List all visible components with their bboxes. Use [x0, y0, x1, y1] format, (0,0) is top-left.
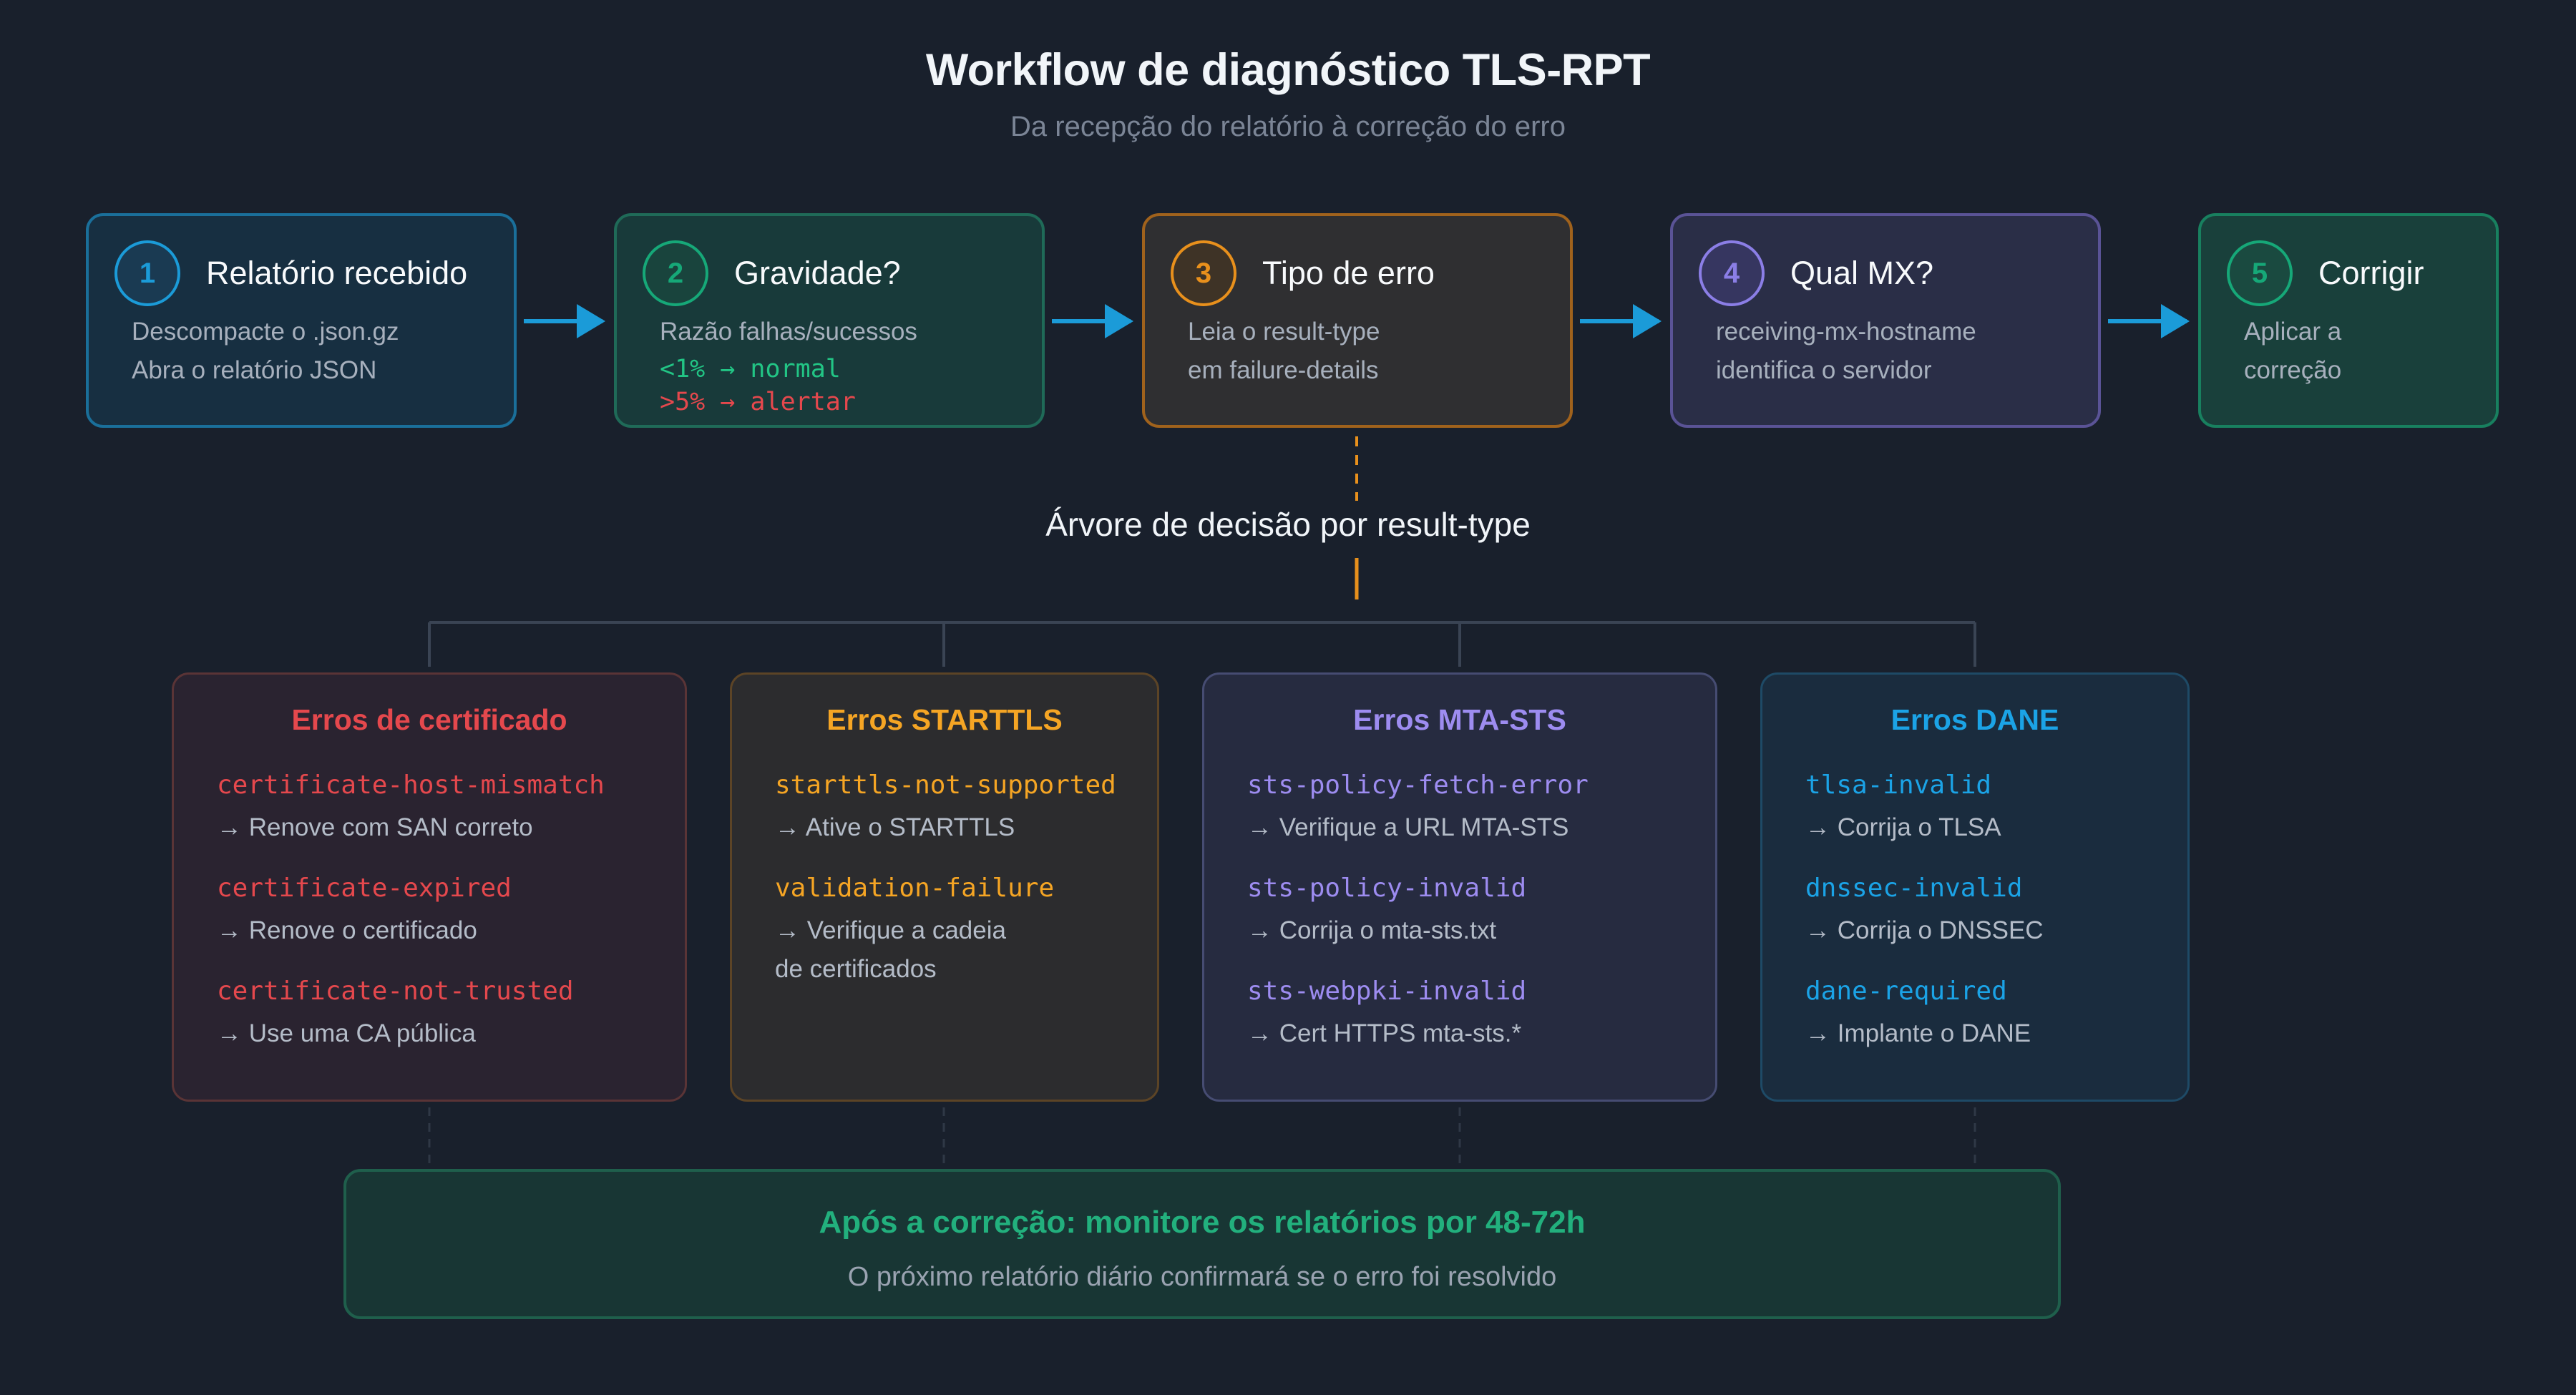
- error-fix: → Implante o DANE: [1805, 1019, 2031, 1047]
- step-4-number: 4: [1699, 240, 1765, 306]
- category-certificate-title: Erros de certificado: [291, 703, 567, 736]
- step-5-title: Corrigir: [2318, 255, 2424, 291]
- error-fix: → Corrija o DNSSEC: [1805, 916, 2044, 944]
- decision-tree-label: Árvore de decisão por result-type: [1045, 506, 1531, 543]
- step-4-line-1: receiving-mx-hostname: [1716, 318, 1976, 346]
- step-2-number: 2: [643, 240, 708, 306]
- error-fix: → Verifique a URL MTA-STS: [1247, 813, 1569, 841]
- step-1-number: 1: [114, 240, 180, 306]
- step-2-alert-threshold: >5% → alertar: [660, 388, 856, 416]
- step-4-line-2: identifica o servidor: [1716, 356, 1932, 384]
- error-code: sts-policy-fetch-error: [1247, 770, 1589, 800]
- error-code: tlsa-invalid: [1805, 770, 1992, 800]
- step-5-line-2: correção: [2244, 356, 2342, 384]
- error-fix: → Corrija o TLSA: [1805, 813, 2001, 841]
- step-1-box: 1 Relatório recebido Descompacte o .json…: [86, 213, 517, 428]
- step-5-number: 5: [2227, 240, 2293, 306]
- step-3-number: 3: [1171, 240, 1236, 306]
- category-mta-sts-errors: Erros MTA-STS sts-policy-fetch-error → V…: [1202, 672, 1717, 1102]
- error-fix: → Use uma CA pública: [217, 1019, 476, 1047]
- monitoring-note-title: Após a correção: monitore os relatórios …: [819, 1205, 1586, 1240]
- step-3-box: 3 Tipo de erro Leia o result-type em fai…: [1142, 213, 1573, 428]
- error-code: starttls-not-supported: [775, 770, 1116, 800]
- category-certificate-errors: Erros de certificado certificate-host-mi…: [172, 672, 687, 1102]
- footer-connectors: [428, 1107, 1976, 1166]
- monitoring-note: Após a correção: monitore os relatórios …: [343, 1169, 2061, 1319]
- page-title: Workflow de diagnóstico TLS-RPT: [925, 45, 1651, 95]
- error-fix: → Renove com SAN correto: [217, 813, 533, 841]
- step-3-line-2: em failure-details: [1188, 356, 1379, 384]
- step-2-line-1: Razão falhas/sucessos: [660, 318, 917, 346]
- error-fix: → Ative o STARTTLS: [775, 813, 1015, 841]
- category-mta-sts-title: Erros MTA-STS: [1353, 703, 1566, 736]
- category-dane-title: Erros DANE: [1890, 703, 2059, 736]
- step-2-title: Gravidade?: [734, 255, 901, 291]
- error-code: validation-failure: [775, 873, 1055, 903]
- error-code: sts-policy-invalid: [1247, 873, 1527, 903]
- category-dane-errors: Erros DANE tlsa-invalid → Corrija o TLSA…: [1760, 672, 2190, 1102]
- error-code: certificate-host-mismatch: [217, 770, 605, 800]
- step-4-title: Qual MX?: [1790, 255, 1934, 291]
- step-3-line-1: Leia o result-type: [1188, 318, 1380, 346]
- error-fix: → Renove o certificado: [217, 916, 477, 944]
- monitoring-note-subtitle: O próximo relatório diário confirmará se…: [847, 1262, 1557, 1292]
- step-2-box: 2 Gravidade? Razão falhas/sucessos <1% →…: [614, 213, 1045, 428]
- step-5-line-1: Aplicar a: [2244, 318, 2342, 346]
- error-code: certificate-expired: [217, 873, 512, 903]
- category-starttls-errors: Erros STARTTLS starttls-not-supported → …: [730, 672, 1159, 1102]
- error-fix-continued: de certificados: [775, 955, 937, 983]
- step-2-normal-threshold: <1% → normal: [660, 355, 841, 383]
- step-4-box: 4 Qual MX? receiving-mx-hostname identif…: [1670, 213, 2101, 428]
- error-fix: → Cert HTTPS mta-sts.*: [1247, 1019, 1522, 1047]
- error-code: dnssec-invalid: [1805, 873, 2023, 903]
- error-code: certificate-not-trusted: [217, 976, 574, 1006]
- step-3-title: Tipo de erro: [1262, 255, 1435, 291]
- step-arrows: [524, 304, 2190, 338]
- tree-bracket: [428, 621, 1976, 667]
- category-starttls-title: Erros STARTTLS: [826, 703, 1063, 736]
- step-1-title: Relatório recebido: [206, 255, 468, 291]
- error-code: sts-webpki-invalid: [1247, 976, 1527, 1006]
- step-1-line-2: Abra o relatório JSON: [132, 356, 377, 384]
- page-subtitle: Da recepção do relatório à correção do e…: [1010, 111, 1566, 142]
- error-fix: → Verifique a cadeia: [775, 916, 1006, 944]
- step-5-box: 5 Corrigir Aplicar a correção: [2198, 213, 2499, 428]
- error-fix: → Corrija o mta-sts.txt: [1247, 916, 1497, 944]
- step-1-line-1: Descompacte o .json.gz: [132, 318, 399, 346]
- error-code: dane-required: [1805, 976, 2007, 1006]
